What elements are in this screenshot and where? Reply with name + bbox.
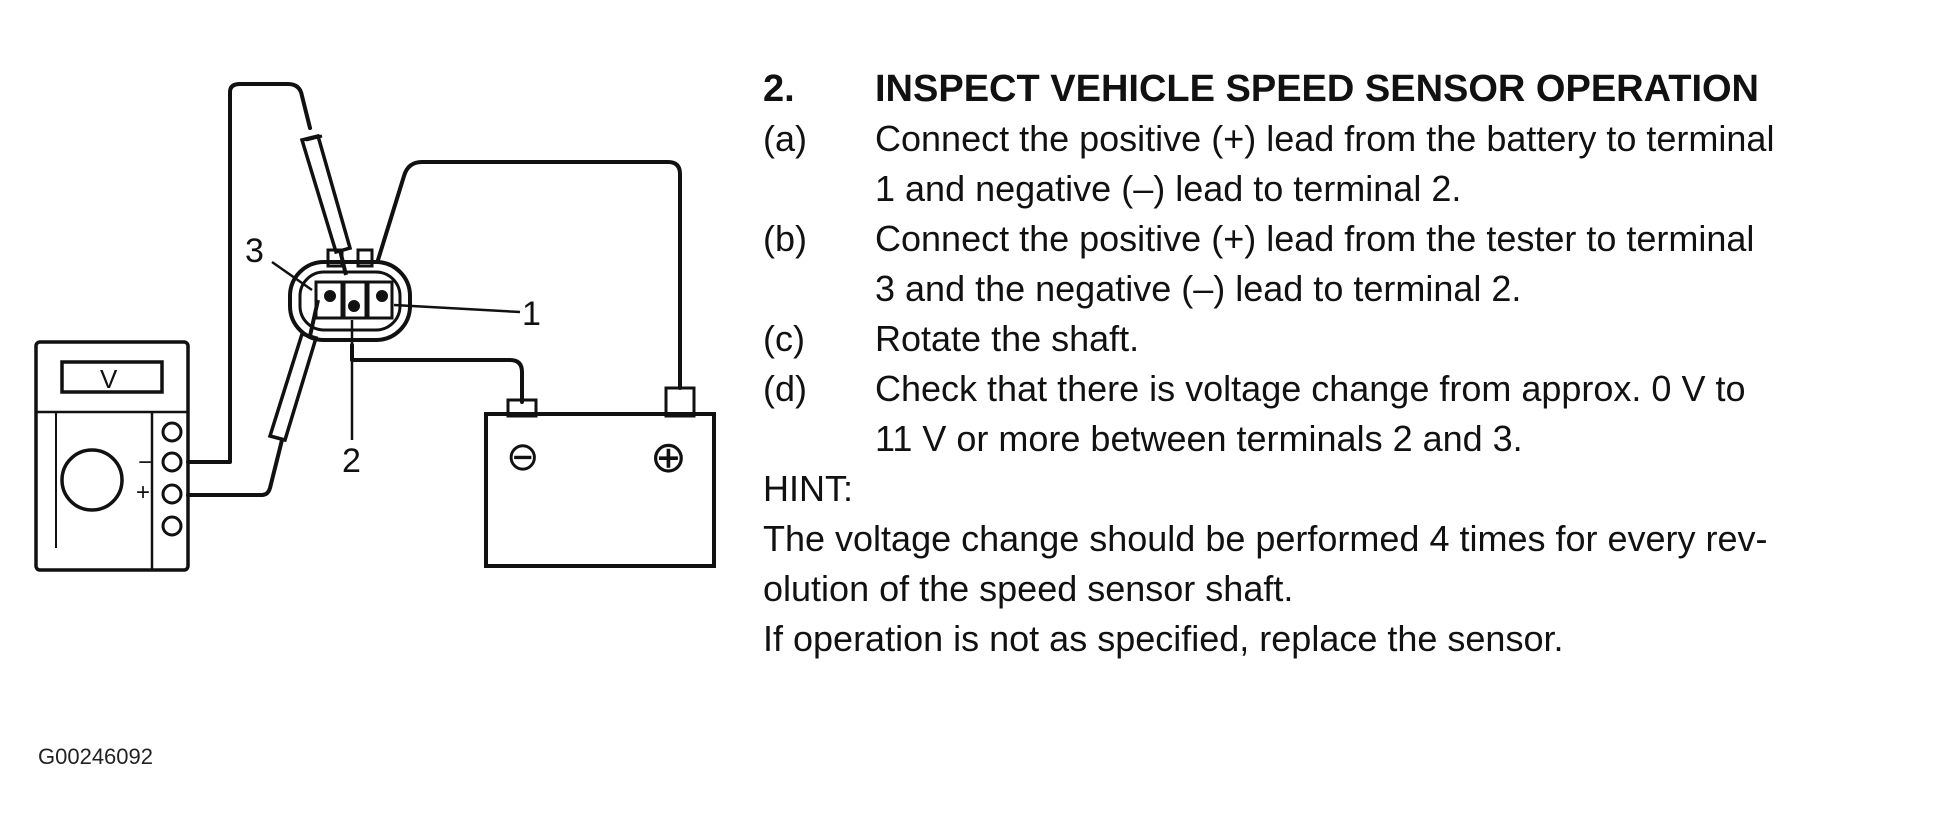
section-title: INSPECT VEHICLE SPEED SENSOR OPERATION — [875, 68, 1760, 110]
battery-negative-wire — [350, 343, 524, 404]
meter-plus-label: + — [136, 479, 150, 506]
meter-dial — [60, 448, 124, 512]
step-b: (b) Connect the positive (+) lead from t… — [763, 214, 1933, 314]
hint-line-2: olution of the speed sensor shaft. — [763, 568, 1294, 609]
meter-minus-label: − — [138, 449, 152, 476]
section-number: 2. — [763, 68, 795, 110]
hint-title: HINT: — [763, 468, 853, 509]
hint-line-1: The voltage change should be performed 4… — [763, 518, 1768, 559]
closing-note: If operation is not as specified, replac… — [763, 618, 1564, 659]
step-d: (d) Check that there is voltage change f… — [763, 364, 1933, 464]
voltmeter — [34, 340, 190, 572]
step-marker: (c) — [763, 318, 805, 359]
step-text: Connect the positive (+) lead from the t… — [875, 218, 1755, 259]
instructions: 2. INSPECT VEHICLE SPEED SENSOR OPERATIO… — [763, 64, 1933, 664]
battery-positive-wire — [376, 160, 682, 390]
terminal-1-label: 1 — [522, 295, 541, 333]
battery — [484, 386, 716, 568]
step-marker: (d) — [763, 368, 807, 409]
wiring-diagram: 3 1 2 V − + ⊖ ⊕ — [34, 82, 716, 572]
step-text: Check that there is voltage change from … — [875, 368, 1746, 409]
battery-positive-symbol: ⊕ — [650, 433, 687, 482]
step-text-cont: 3 and the negative (–) lead to terminal … — [875, 268, 1522, 309]
step-text: Rotate the shaft. — [875, 318, 1140, 359]
meter-unit-label: V — [100, 364, 118, 394]
step-marker: (a) — [763, 118, 807, 159]
tester-negative-wire — [186, 82, 312, 464]
terminal-3-label: 3 — [245, 232, 264, 270]
step-marker: (b) — [763, 218, 807, 259]
section-heading: 2. INSPECT VEHICLE SPEED SENSOR OPERATIO… — [763, 64, 1933, 114]
figure-id: G00246092 — [38, 744, 153, 769]
tester-positive-wire — [186, 438, 284, 497]
sensor-connector — [288, 248, 412, 342]
terminal-2-label: 2 — [342, 442, 361, 480]
step-text-cont: 1 and negative (–) lead to terminal 2. — [875, 168, 1462, 209]
step-text: Connect the positive (+) lead from the b… — [875, 118, 1775, 159]
step-a: (a) Connect the positive (+) lead from t… — [763, 114, 1933, 214]
step-c: (c) Rotate the shaft. — [763, 314, 1933, 364]
step-text-cont: 11 V or more between terminals 2 and 3. — [875, 418, 1523, 459]
battery-negative-symbol: ⊖ — [506, 435, 540, 479]
